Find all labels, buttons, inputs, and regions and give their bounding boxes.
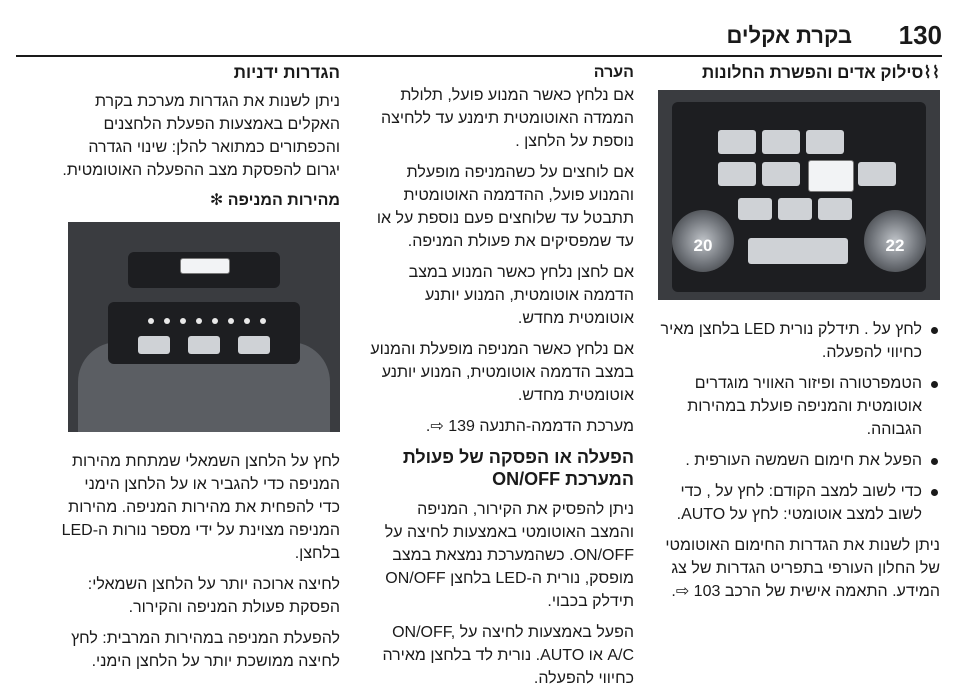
fan-led [164, 318, 170, 324]
defrost-step-4: כדי לשוב למצב הקודם: לחץ על ‎, כדי לשוב … [650, 480, 940, 526]
note-paragraph-4: אם נלחץ כאשר המניפה מופעלת והמנוע במצב ה… [370, 341, 634, 404]
panel-button-row [748, 238, 848, 264]
panel-button [188, 336, 220, 354]
left-temperature: 20 [693, 235, 713, 255]
right-temperature-knob: 22 [864, 210, 926, 272]
page-header: 130 בקרת אקלים [0, 0, 960, 57]
defrost-step-1: לחץ על ‎. תידלק נורית LED בלחצן מאיר כחי… [650, 318, 940, 364]
page-number: 130 [898, 20, 942, 50]
column-defrost: ⌇⌇ סילוק אדים והפשרת החלונות 20 22 לחץ ע… [650, 62, 940, 611]
section-heading-defrost: ⌇⌇ סילוק אדים והפשרת החלונות [701, 63, 940, 82]
panel-button [778, 198, 812, 220]
panel-button [762, 130, 800, 154]
note-paragraph-2: אם לוחצים על כשהמניפה מופעלת והמנוע פועל… [376, 164, 634, 250]
panel-button [858, 162, 896, 186]
defrost-step-3: הפעל את חימום השמשה העורפית . [650, 449, 940, 472]
fan-led [212, 318, 218, 324]
column-note: הערה אם נלחץ כאשר המנוע פועל, תלולת הממד… [370, 62, 634, 698]
subheading-fan-speed: מהירות המניפה ✻ [60, 190, 340, 212]
fan-led [260, 318, 266, 324]
rear-heating-paragraph: ניתן לשנות את הגדרות החימום האוטומטי של … [665, 537, 940, 600]
display-strip [180, 258, 230, 274]
column-manual: הגדרות ידניות ניתן לשנות את הגדרות מערכת… [60, 62, 340, 681]
manual-intro-paragraph: ניתן לשנות את הגדרות מערכת בקרת האקלים ב… [62, 93, 340, 179]
panel-button [238, 336, 270, 354]
left-temperature-knob: 20 [672, 210, 734, 272]
center-console-photo [68, 222, 340, 432]
note-title: הערה [593, 64, 634, 81]
panel-button [818, 198, 852, 220]
panel-button [762, 162, 800, 186]
windshield-defrost-icon: ⌇⌇ [923, 63, 940, 82]
page-title: בקרת אקלים [726, 23, 852, 48]
right-temperature: 22 [885, 235, 905, 255]
section-heading-manual: הגדרות ידניות [233, 63, 340, 82]
fan-paragraph-1: לחץ על הלחצן השמאלי שמתחת מהירות המניפה … [61, 453, 340, 562]
defrost-step-2: הטמפרטורה ופיזור האוויר מוגדרים אוטומטית… [650, 372, 940, 441]
on-off-paragraph-1: ניתן להפסיק את הקירור, המניפה והמצב האוט… [384, 501, 634, 610]
fan-led [180, 318, 186, 324]
on-off-paragraph-2: הפעל באמצעות לחיצה על ON/OFF, A/C או AUT… [382, 624, 634, 687]
panel-button [718, 130, 756, 154]
fan-led [244, 318, 250, 324]
fan-paragraph-3: להפעלת המניפה במהירות המרבית: לחץ לחיצה … [71, 630, 340, 670]
header-rule [16, 55, 942, 57]
defrost-button-highlighted [808, 160, 854, 192]
panel-button [718, 162, 756, 186]
section-heading-on-off: הפעלה או הפסקה של פעולת המערכת ON/OFF [402, 447, 634, 489]
fan-led [228, 318, 234, 324]
panel-button [806, 130, 844, 154]
control-panel [108, 302, 300, 364]
note-paragraph-3: אם לחצן נלחץ כאשר המנוע במצב הדממה אוטומ… [408, 264, 634, 327]
panel-button [138, 336, 170, 354]
fan-led [196, 318, 202, 324]
fan-led [148, 318, 154, 324]
start-stop-reference: מערכת הדממה-התנעה 139 ⇨. [425, 418, 634, 435]
fan-icon: ✻ [209, 192, 224, 209]
climate-panel-photo: 20 22 [658, 90, 940, 300]
fan-paragraph-2: לחיצה ארוכה יותר על הלחצן השמאלי: הפסקת … [87, 576, 340, 616]
panel-button [738, 198, 772, 220]
note-paragraph-1: אם נלחץ כאשר המנוע פועל, תלולת הממדה האו… [380, 87, 634, 150]
